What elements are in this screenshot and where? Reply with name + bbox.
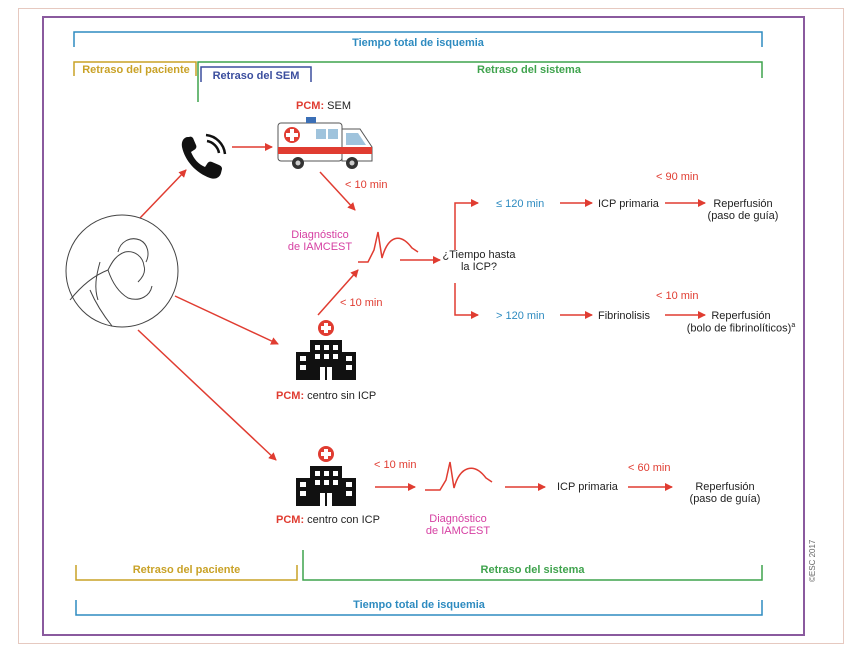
fmc-prefix: PCM: [296,100,325,112]
fmc-prefix: PCM: [276,514,305,526]
outcome-detail: (bolo de fibrinolíticos)a [676,322,806,335]
footnote-marker: a [791,322,796,329]
time-center-to-dx: < 10 min [340,297,383,309]
outcome-reperfusion-wire-2: Reperfusión (paso de guía) [680,481,770,505]
outer-frame [18,8,844,644]
total-ischemia-bracket-bottom [75,600,763,616]
ems-delay-bracket-top [200,66,312,82]
diagnosis-line2: de IAMCEST [287,241,353,253]
patient-delay-label-bottom: Retraso del paciente [132,564,241,576]
arrow-patient-to-phone [139,169,187,219]
time-pci-center-to-dx: < 10 min [374,459,417,471]
outcome-title: Reperfusión [713,198,773,210]
outcome-reperfusion-wire: Reperfusión (paso de guía) [698,198,788,222]
ambulance-icon [277,117,373,169]
copyright-notice: ©ESC 2017 [808,539,817,582]
total-ischemia-label-top: Tiempo total de isquemia [352,37,484,49]
fmc-pci-label: PCM: centro con ICP [276,514,380,526]
patient-delay-bracket-bottom [75,565,298,581]
patient-delay-bracket-top [73,61,197,76]
ecg-icon [358,231,419,263]
hospital-icon [296,320,356,380]
diagnosis-line1: Diagnóstico [429,513,487,525]
ems-delay-label-top: Retraso del SEM [212,70,300,82]
arrow-patient-to-center-pci [137,329,277,461]
diagnosis-label-lower: Diagnóstico de IAMCEST [418,513,498,537]
treatment-primary-pci-2: ICP primaria [557,481,618,493]
phone-icon [181,133,227,179]
figure-frame [42,16,805,636]
outcome-detail-text: (bolo de fibrinolíticos) [686,322,792,335]
outcome-title: Reperfusión [711,310,771,322]
time-fibrinolysis-limit: < 10 min [656,290,699,302]
fmc-ems-label: PCM: SEM [296,100,351,112]
arrow-decision-short [454,199,479,250]
arrow-ambulance-to-dx [319,171,356,211]
time-pci-limit: < 90 min [656,171,699,183]
outcome-detail: (paso de guía) [689,493,761,505]
arrow-decision-long [454,283,479,319]
fmc-pci-text: centro con ICP [307,514,380,526]
arrow-patient-to-center-no-pci [174,295,279,345]
treatment-primary-pci: ICP primaria [598,198,659,210]
fmc-no-pci-label: PCM: centro sin ICP [276,390,376,402]
fmc-prefix: PCM: [276,390,305,402]
treatment-fibrinolysis: Fibrinolisis [598,310,650,322]
hospital-icon [296,446,356,506]
outcome-reperfusion-bolus: Reperfusión (bolo de fibrinolíticos)a [676,310,806,335]
ecg-icon [425,461,493,491]
arrow-center-no-pci-to-dx [317,269,359,316]
fmc-ems-text: SEM [327,100,352,112]
diagnosis-line1: Diagnóstico [291,229,349,241]
decision-short-label: ≤ 120 min [496,198,545,210]
decision-line1: ¿Tiempo hasta [442,249,516,261]
system-delay-label-top: Retraso del sistema [477,64,581,76]
fmc-no-pci-text: centro sin ICP [307,390,377,402]
time-pci-center-limit: < 60 min [628,462,671,474]
patient-delay-label-top: Retraso del paciente [82,64,190,76]
total-ischemia-bracket-top [73,31,763,47]
time-ems-to-dx: < 10 min [345,179,388,191]
diagnosis-line2: de IAMCEST [425,525,491,537]
system-delay-bracket-top [197,61,763,102]
total-ischemia-label-bottom: Tiempo total de isquemia [353,599,485,611]
system-delay-bracket-bottom [302,550,763,581]
decision-line2: la ICP? [460,261,498,273]
diagnosis-label-upper: Diagnóstico de IAMCEST [280,229,360,253]
outcome-title: Reperfusión [695,481,755,493]
decision-question: ¿Tiempo hasta la ICP? [440,249,518,273]
outcome-detail: (paso de guía) [707,210,779,222]
decision-long-label: > 120 min [496,310,545,322]
system-delay-label-bottom: Retraso del sistema [480,564,585,576]
patient-illustration [65,214,179,328]
